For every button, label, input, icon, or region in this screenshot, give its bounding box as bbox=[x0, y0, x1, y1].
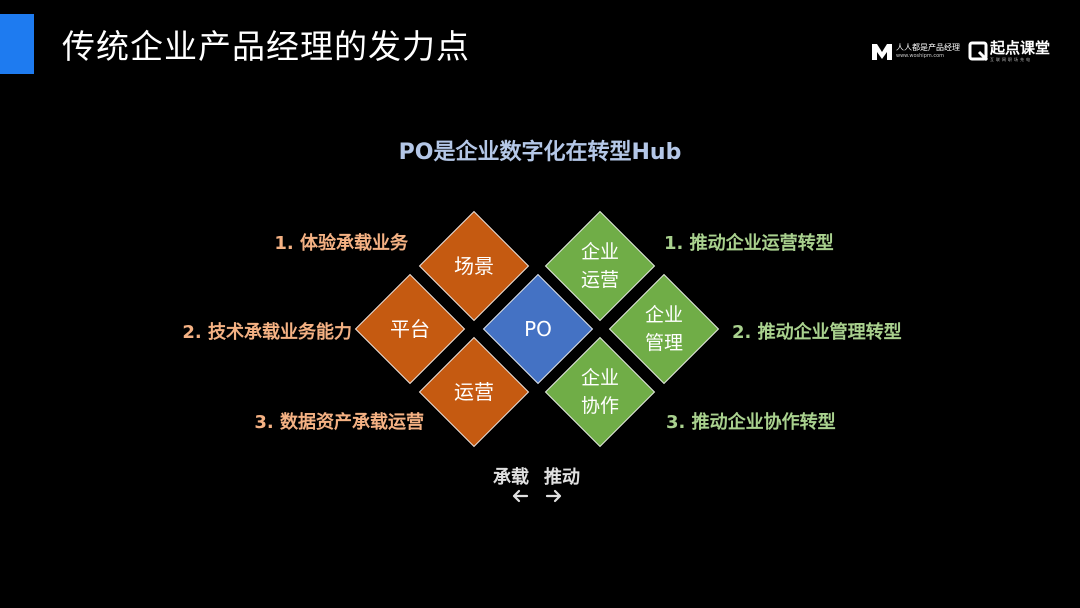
push-label: 推动 bbox=[544, 467, 580, 488]
right-item-3: 3. 推动企业协作转型 bbox=[666, 412, 836, 433]
right-item-2: 2. 推动企业管理转型 bbox=[732, 322, 902, 343]
diamond-operation-label: 运营 bbox=[454, 380, 494, 404]
carry-label: 承载 bbox=[493, 467, 529, 488]
left-item-3: 3. 数据资产承载运营 bbox=[254, 412, 424, 433]
title-accent-bar bbox=[0, 14, 34, 74]
diagram-subtitle: PO是企业数字化在转型Hub bbox=[398, 140, 682, 165]
right-item-1: 1. 推动企业运营转型 bbox=[664, 233, 834, 254]
diamond-enterprise-operation-label: 企业 运营 bbox=[580, 241, 619, 291]
logo-site-name: 人人都是产品经理 bbox=[895, 42, 960, 52]
diamond-enterprise-management-label: 企业 管理 bbox=[644, 304, 683, 354]
diamond-enterprise-collaboration-label: 企业 协作 bbox=[580, 367, 619, 417]
arrow-right-icon bbox=[545, 489, 562, 503]
left-item-2: 2. 技术承载业务能力 bbox=[182, 322, 352, 343]
page-title: 传统企业产品经理的发力点 bbox=[62, 27, 470, 66]
brand-logo: 人人都是产品经理 www.woshipm.com 起点课堂 互联网职场充电 bbox=[871, 38, 1050, 64]
qidian-logo-icon bbox=[968, 41, 988, 61]
diamond-po-label: PO bbox=[524, 317, 552, 341]
arrow-left-icon bbox=[512, 489, 529, 503]
woshipm-logo-icon bbox=[871, 44, 892, 60]
diamond-scene-label: 场景 bbox=[454, 254, 494, 278]
left-item-1: 1. 体验承载业务 bbox=[274, 233, 408, 254]
logo-brand-tagline: 互联网职场充电 bbox=[989, 56, 1032, 62]
logo-brand-name: 起点课堂 bbox=[989, 38, 1050, 57]
logo-site-url: www.woshipm.com bbox=[895, 52, 945, 59]
diamond-platform-label: 平台 bbox=[390, 317, 430, 341]
